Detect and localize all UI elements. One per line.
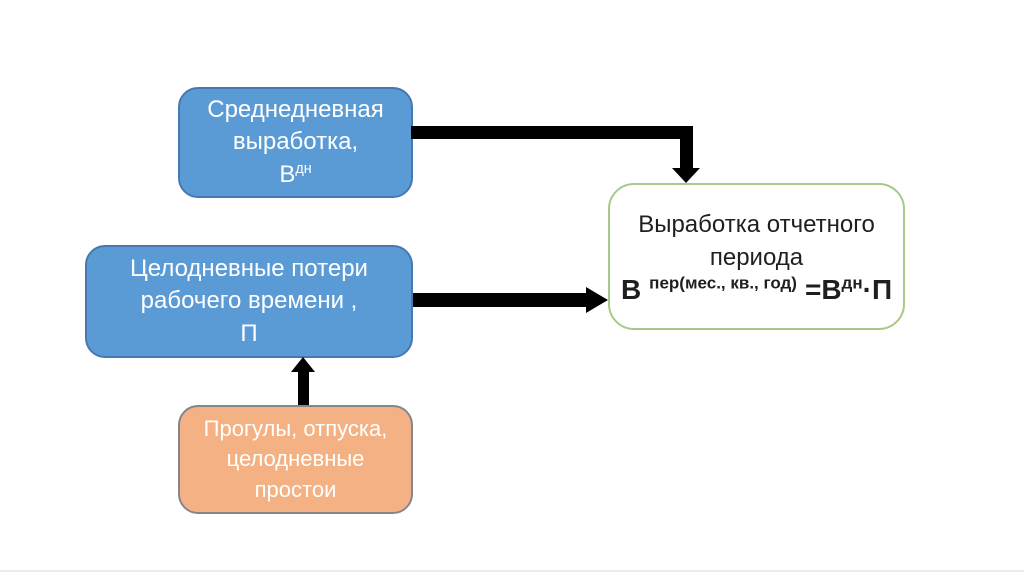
node-loss-line2: рабочего времени , [140,287,358,315]
slide-bottom-edge [0,570,1024,572]
node-out-line1: Выработка отчетного [638,210,875,238]
formula-dot: · [862,273,872,305]
node-abs-line2: целодневные [226,446,365,472]
node-full-day-losses: Целодневные потери рабочего времени , П [85,245,413,358]
node-loss-line3: П [240,319,258,347]
node-loss-line1: Целодневные потери [130,254,368,282]
node-abs-line3: простои [254,476,337,502]
node-out-line2: периода [709,244,804,272]
node-abs-line1: Прогулы, отпуска, [203,415,388,441]
arrowhead-down-icon [672,168,700,183]
formula-end: П [871,273,893,305]
node-avg-symbol-superscript: дн [295,160,312,177]
connector-losses-to-output-shaft [413,293,586,307]
node-avg-daily-output: Среднедневная выработка, Вдн [178,87,413,198]
arrowhead-right-icon [586,287,608,313]
node-avg-symbol-base: В [279,160,296,188]
node-avg-line1: Среднедневная [207,95,384,123]
formula-base: В [620,273,642,305]
connector-absenteeism-to-losses-shaft [298,371,309,405]
node-absenteeism: Прогулы, отпуска, целодневные простои [178,405,413,514]
connector-avg-to-output-horizontal [411,126,693,139]
formula-superscript-dn: дн [841,273,863,293]
arrowhead-up-icon [291,357,315,372]
node-avg-line3: Вдн [279,159,311,191]
formula-equals-base: =В [804,273,842,305]
connector-avg-to-output-vertical [680,126,693,168]
formula-superscript-period: пер(мес., кв., год) [649,273,797,293]
node-avg-line2: выработка, [232,128,359,156]
